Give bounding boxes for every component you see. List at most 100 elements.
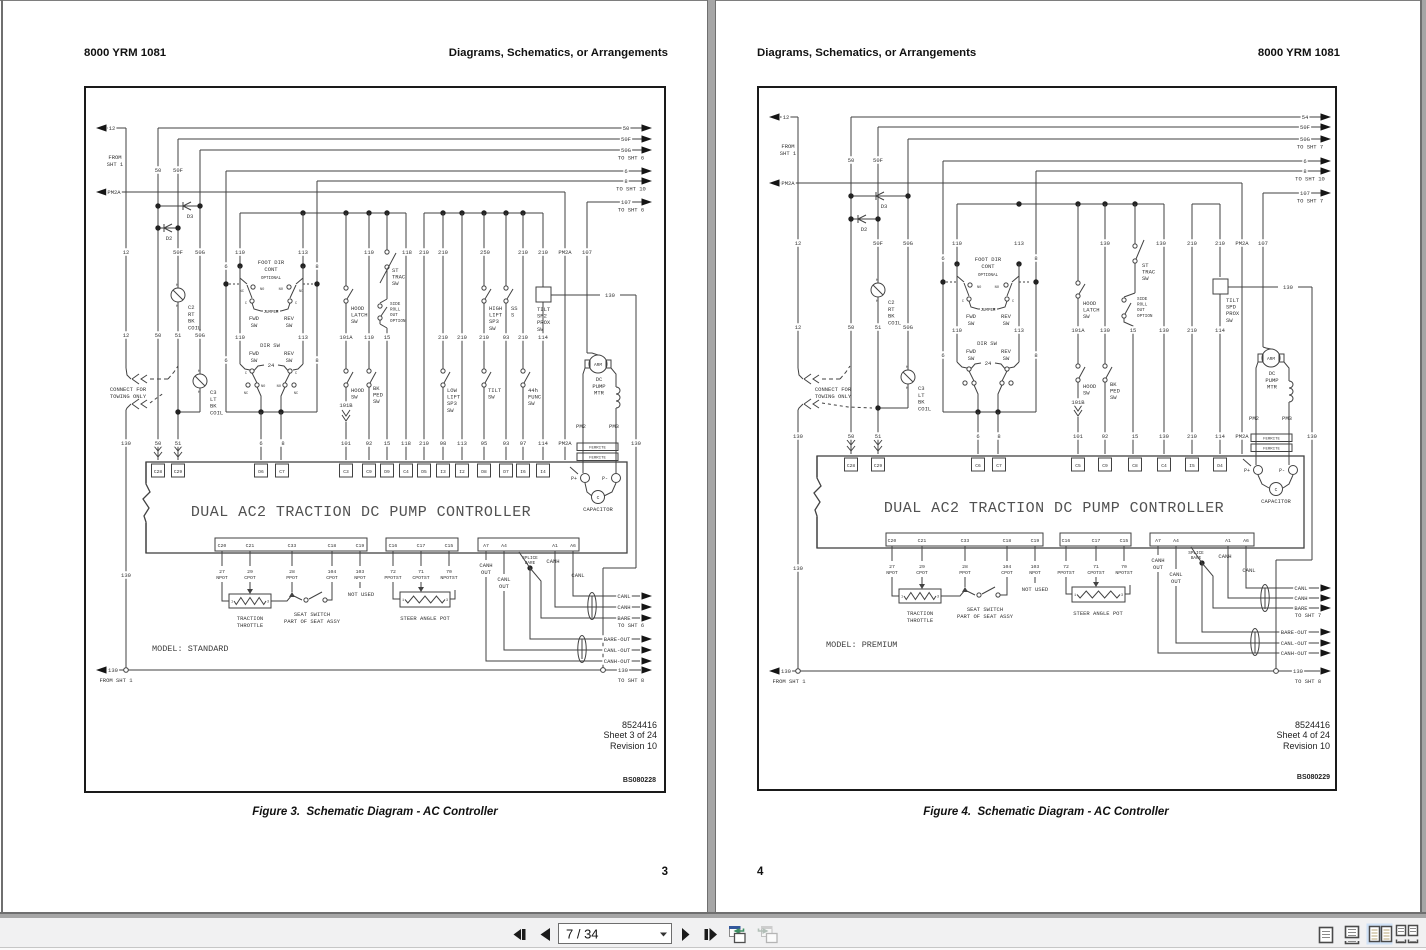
svg-text:COIL: COIL (188, 324, 201, 331)
svg-text:PROX: PROX (537, 319, 551, 326)
svg-text:H: H (876, 279, 879, 283)
svg-text:OUT: OUT (481, 569, 492, 576)
svg-text:PM3: PM3 (1282, 415, 1292, 422)
svg-text:72: 72 (390, 569, 396, 575)
svg-text:C9: C9 (1102, 463, 1108, 469)
svg-text:8: 8 (1034, 352, 1037, 359)
svg-text:D9: D9 (384, 469, 390, 475)
svg-text:JUMPER: JUMPER (263, 311, 279, 315)
svg-text:STEER ANGLE POT: STEER ANGLE POT (400, 615, 450, 622)
svg-text:CAPACITOR: CAPACITOR (583, 506, 613, 513)
svg-text:130: 130 (793, 565, 803, 572)
svg-text:130: 130 (1293, 668, 1303, 675)
svg-text:101: 101 (341, 440, 352, 447)
svg-text:29: 29 (919, 564, 925, 570)
svg-text:ST: ST (1142, 262, 1149, 269)
svg-text:TO SHT 6: TO SHT 6 (618, 155, 644, 162)
svg-text:FWD: FWD (966, 348, 977, 355)
svg-text:C19: C19 (1031, 538, 1040, 544)
svg-text:OUT: OUT (1153, 564, 1164, 571)
svg-text:114: 114 (1215, 327, 1226, 334)
svg-text:I5: I5 (1189, 463, 1195, 469)
svg-text:C: C (1012, 300, 1014, 304)
svg-text:CONT: CONT (264, 266, 278, 273)
svg-text:A4: A4 (501, 543, 507, 549)
svg-text:PART OF SEAT ASSY: PART OF SEAT ASSY (284, 618, 341, 625)
svg-text:C29: C29 (874, 463, 883, 469)
svg-text:95: 95 (481, 440, 488, 447)
svg-text:CPOT: CPOT (916, 570, 928, 576)
svg-text:C3: C3 (918, 385, 925, 392)
svg-text:210: 210 (457, 334, 467, 341)
svg-text:HOOD: HOOD (351, 305, 365, 312)
svg-text:NC: NC (299, 290, 303, 294)
svg-text:D2: D2 (166, 235, 173, 242)
svg-text:27: 27 (889, 564, 895, 570)
svg-text:TOWING ONLY: TOWING ONLY (110, 393, 147, 400)
svg-text:CAPACITOR: CAPACITOR (1261, 498, 1291, 505)
svg-text:130: 130 (618, 667, 628, 674)
svg-text:TO SHT 10: TO SHT 10 (1295, 176, 1325, 183)
svg-text:C28: C28 (154, 469, 163, 475)
svg-text:I6: I6 (520, 469, 526, 475)
svg-text:50F: 50F (873, 157, 883, 164)
svg-text:C20: C20 (218, 543, 227, 549)
svg-text:C: C (295, 372, 297, 376)
svg-text:50: 50 (155, 167, 162, 174)
svg-text:OUT: OUT (390, 313, 398, 318)
svg-text:NPOT: NPOT (354, 575, 366, 581)
svg-text:110: 110 (952, 240, 962, 247)
svg-text:D7: D7 (503, 469, 509, 475)
svg-text:PPOTST: PPOTST (1057, 570, 1074, 576)
svg-text:PM2: PM2 (576, 423, 586, 430)
svg-text:PART OF SEAT ASSY: PART OF SEAT ASSY (957, 613, 1014, 620)
svg-text:CANL: CANL (571, 572, 584, 579)
svg-text:12: 12 (783, 114, 790, 121)
svg-text:98: 98 (440, 440, 447, 447)
svg-text:SPLICE: SPLICE (522, 556, 538, 561)
svg-text:C: C (245, 372, 247, 376)
svg-text:130: 130 (121, 440, 131, 447)
svg-text:C29: C29 (174, 469, 183, 475)
svg-text:BARE-OUT: BARE-OUT (1281, 629, 1308, 636)
svg-text:C18: C18 (328, 543, 337, 549)
svg-text:TRACTION: TRACTION (237, 615, 263, 622)
svg-text:50G: 50G (903, 240, 913, 247)
svg-text:NO: NO (261, 385, 265, 389)
svg-text:15: 15 (384, 334, 391, 341)
svg-text:8: 8 (315, 263, 318, 270)
svg-text:OPTIONAL: OPTIONAL (978, 274, 999, 278)
svg-text:130: 130 (1100, 327, 1110, 334)
svg-text:C6: C6 (975, 463, 981, 469)
svg-text:DUAL AC2 TRACTION DC PUMP CONT: DUAL AC2 TRACTION DC PUMP CONTROLLER (191, 504, 531, 521)
svg-text:NPOTST: NPOTST (440, 575, 457, 581)
svg-text:CANH: CANH (1151, 557, 1164, 564)
svg-text:CANH: CANH (546, 558, 559, 565)
svg-text:3: 3 (1121, 594, 1123, 598)
svg-text:C4: C4 (1161, 463, 1167, 469)
svg-text:TOWING ONLY: TOWING ONLY (815, 393, 852, 400)
svg-text:PM2A: PM2A (558, 440, 572, 447)
svg-text:LT: LT (210, 396, 217, 403)
svg-text:50: 50 (623, 125, 630, 132)
svg-text:BARE: BARE (617, 615, 631, 622)
svg-text:FERRITE: FERRITE (1263, 438, 1280, 442)
svg-text:50G: 50G (621, 147, 631, 154)
svg-text:TO SHT 6: TO SHT 6 (618, 622, 644, 629)
svg-text:FROM SHT 1: FROM SHT 1 (99, 677, 133, 684)
svg-text:210: 210 (1187, 240, 1197, 247)
svg-text:50F: 50F (173, 249, 183, 256)
svg-text:1: 1 (231, 601, 233, 605)
svg-text:SW: SW (968, 355, 975, 362)
svg-text:101: 101 (1073, 433, 1084, 440)
svg-text:110: 110 (952, 327, 962, 334)
svg-text:PUMP: PUMP (592, 383, 605, 390)
svg-text:NO: NO (277, 385, 281, 389)
svg-text:BK: BK (210, 403, 217, 410)
svg-text:DUAL AC2 TRACTION DC PUMP CONT: DUAL AC2 TRACTION DC PUMP CONTROLLER (884, 500, 1224, 517)
svg-text:LOW: LOW (447, 387, 458, 394)
svg-text:C33: C33 (961, 538, 970, 544)
svg-text:MODEL: PREMIUM: MODEL: PREMIUM (826, 640, 897, 650)
svg-text:COIL: COIL (888, 319, 901, 326)
svg-text:H: H (176, 284, 179, 288)
